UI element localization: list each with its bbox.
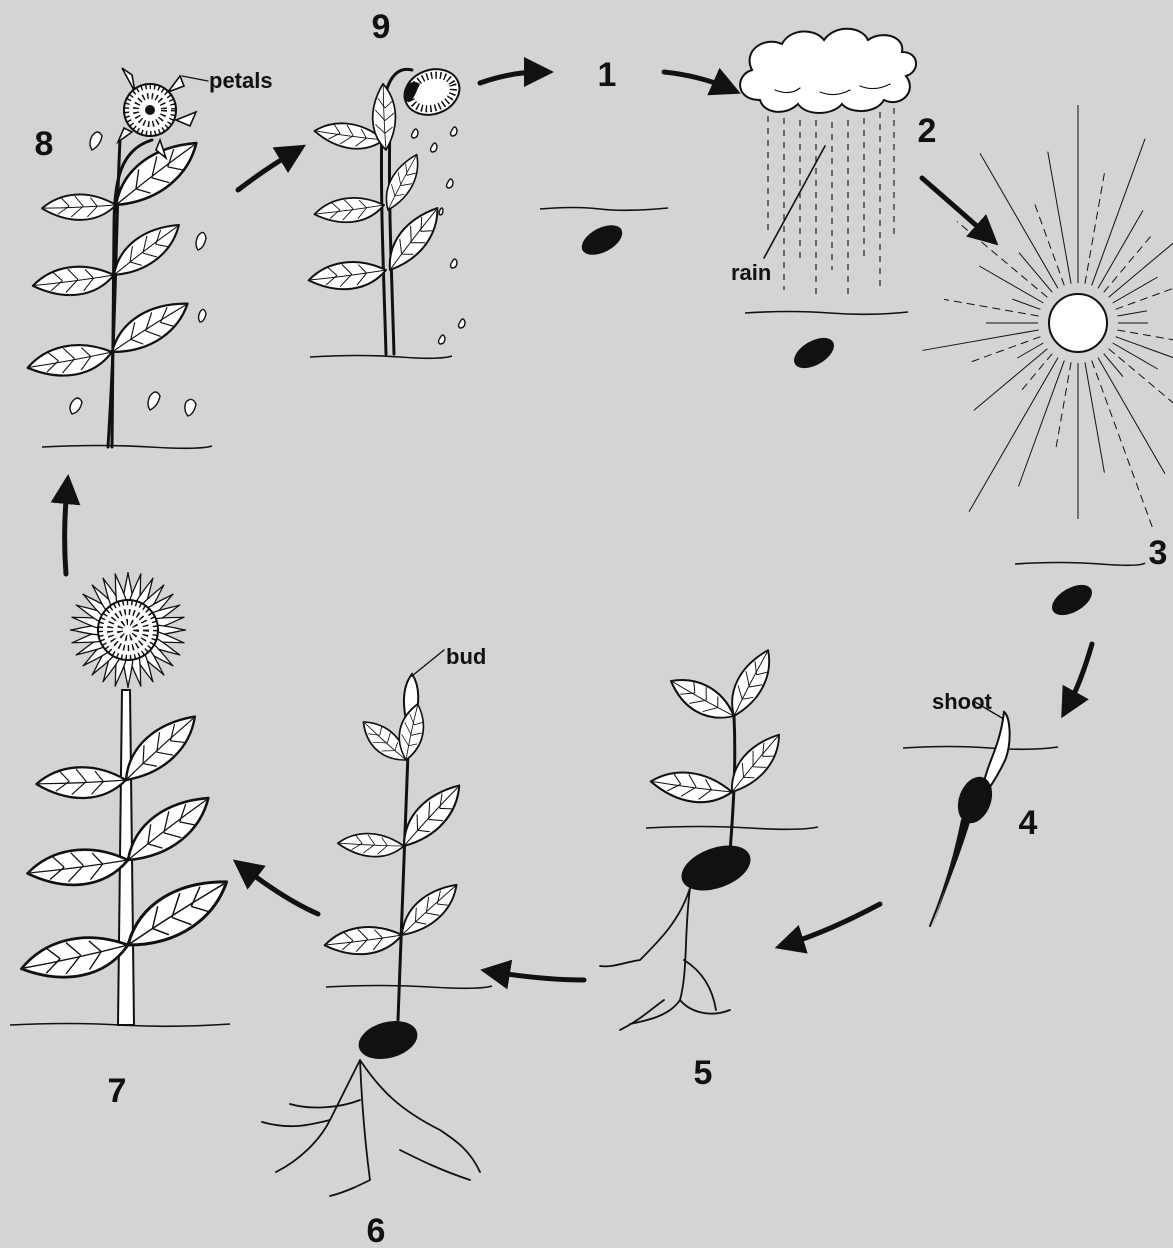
roots [600, 888, 730, 1030]
part-labels: petals rain shoot bud [209, 68, 993, 714]
stage-7-flowering [10, 572, 235, 1026]
seed [789, 332, 839, 375]
root [932, 820, 970, 928]
stage-9-wilting [308, 62, 466, 359]
arrow-3-to-4 [1068, 644, 1092, 706]
soil-line [310, 356, 452, 359]
label-rain: rain [731, 260, 771, 285]
stage-number-5: 5 [694, 1054, 713, 1092]
cloud-icon [740, 29, 916, 113]
roots [262, 1060, 480, 1196]
sun-rays [922, 105, 1173, 528]
stage-number-4: 4 [1019, 804, 1038, 842]
seed [675, 837, 756, 899]
soil-line [326, 986, 492, 989]
stage-8-shedding-petals [27, 68, 212, 448]
arrow-7-to-8 [65, 488, 67, 574]
seed [577, 219, 627, 261]
seed [354, 1015, 421, 1065]
arrow-5-to-6 [494, 972, 584, 980]
soil-line [42, 446, 212, 449]
stage-number-9: 9 [372, 8, 391, 46]
stage-number-3: 3 [1149, 534, 1168, 572]
seed [1047, 579, 1097, 622]
soil-line [745, 312, 908, 315]
label-bud: bud [446, 644, 486, 669]
arrow-1-to-2 [664, 72, 728, 88]
stage-number-2: 2 [918, 112, 937, 150]
stage-number-7: 7 [108, 1072, 127, 1110]
soil-line [1015, 563, 1145, 566]
arrow-8-to-9 [238, 152, 294, 190]
label-shoot: shoot [932, 689, 993, 714]
soil-line [903, 747, 1058, 750]
arrow-6-to-7 [244, 868, 318, 914]
stage-number-6: 6 [367, 1212, 386, 1248]
stage-3-sun [922, 105, 1173, 621]
arrow-9-to-1 [480, 72, 540, 83]
stage-number-1: 1 [598, 56, 617, 94]
soil-line [540, 208, 668, 211]
stage-numbers: 1 2 3 4 5 6 7 8 9 [35, 8, 1168, 1248]
arrow-2-to-3 [922, 178, 988, 236]
rain-drops [768, 108, 894, 300]
stage-1-seed [540, 208, 668, 261]
stage-5-seedling [600, 649, 818, 1030]
stage-number-8: 8 [35, 125, 54, 163]
label-petals: petals [209, 68, 273, 93]
sun-icon [1049, 294, 1107, 352]
stage-6-budding [262, 650, 492, 1196]
arrow-4-to-5 [788, 904, 880, 944]
stage-2-rain [740, 29, 916, 375]
shoot [984, 712, 1010, 790]
